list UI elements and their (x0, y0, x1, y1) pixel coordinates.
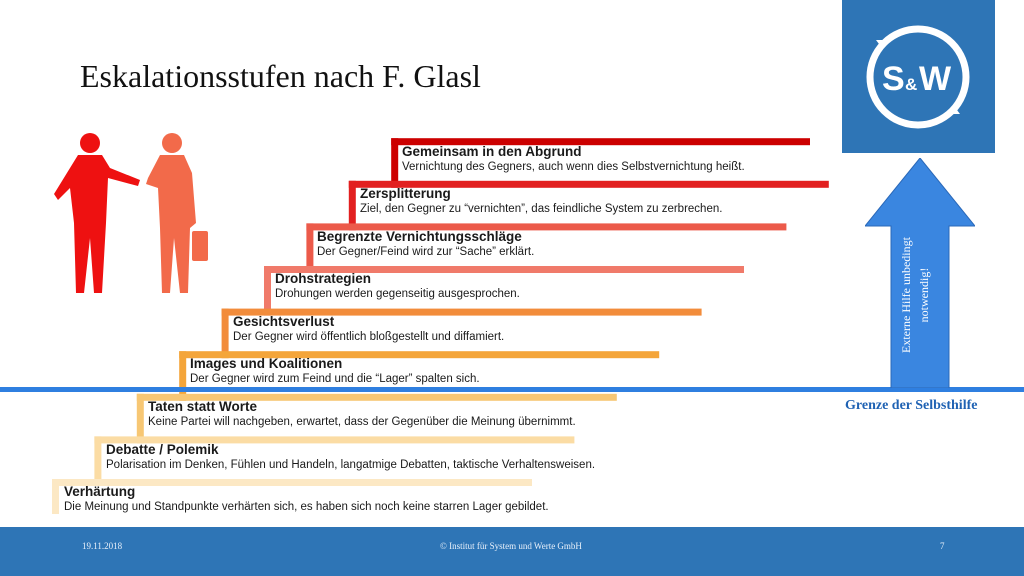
stair-step-5 (221, 308, 702, 359)
up-arrow-icon (865, 158, 975, 388)
step-4-desc: Der Gegner wird zum Feind und die “Lager… (190, 373, 480, 385)
footer-date: 19.11.2018 (82, 541, 123, 551)
arrow-label-line1: Externe Hilfe unbedingt (899, 236, 913, 353)
stair-step-9 (391, 138, 810, 188)
step-2-desc: Polarisation im Denken, Fühlen und Hande… (106, 459, 596, 471)
stair-step-3 (136, 393, 617, 444)
stair-step-2 (94, 436, 575, 486)
figure-left (54, 133, 140, 293)
step-2-title: Debatte / Polemik (106, 442, 219, 457)
step-3-desc: Keine Partei will nachgeben, erwartet, d… (148, 416, 576, 428)
stair-step-6 (264, 266, 744, 316)
step-6-desc: Drohungen werden gegenseitig ausgesproch… (275, 288, 520, 300)
boundary-label: Grenze der Selbsthilfe (845, 398, 978, 413)
stair-step-1 (52, 479, 532, 514)
step-1-title: Verhärtung (64, 484, 136, 499)
footer-copyright: © Institut für System und Werte GmbH (440, 541, 582, 551)
step-6-title: Drohstrategien (275, 271, 372, 286)
arrow-label-line2: notwendig! (917, 268, 931, 323)
logo-ampersand: & (905, 75, 917, 94)
step-4-title: Images und Koalitionen (190, 356, 343, 371)
page-title: Eskalationsstufen nach F. Glasl (80, 58, 481, 94)
step-7-title: Begrenzte Vernichtungsschläge (317, 229, 522, 244)
logo-letter-w: W (919, 60, 952, 98)
footer-page-number: 7 (940, 541, 945, 551)
logo-letter-s: S (882, 60, 905, 98)
step-5-desc: Der Gegner wird öffentlich bloßgestellt … (233, 331, 505, 343)
step-8-desc: Ziel, den Gegner zu “vernichten”, das fe… (360, 203, 723, 215)
stair-step-4 (179, 351, 660, 401)
boundary-line (0, 387, 1024, 392)
step-9-desc: Vernichtung des Gegners, auch wenn dies … (402, 161, 745, 173)
circle-arrow-icon (948, 106, 960, 114)
step-5-title: Gesichtsverlust (233, 314, 335, 329)
stair-step-8 (348, 180, 829, 231)
sw-logo: S & W (842, 0, 995, 153)
step-7-desc: Der Gegner/Feind wird zur “Sache” erklär… (317, 246, 535, 258)
step-8-title: Zersplitterung (360, 186, 451, 201)
handshake-figures-icon (54, 133, 208, 293)
step-3-title: Taten statt Worte (148, 399, 258, 414)
footer-bar: 19.11.2018 © Institut für System und Wer… (0, 527, 1024, 576)
step-9-title: Gemeinsam in den Abgrund (402, 144, 582, 159)
arrow-label: Externe Hilfe unbedingt notwendig! (899, 236, 931, 353)
stair-step-7 (306, 223, 787, 273)
figure-right (146, 133, 208, 293)
circle-arrow-icon (876, 40, 888, 48)
step-1-desc: Die Meinung und Standpunkte verhärten si… (64, 501, 549, 513)
